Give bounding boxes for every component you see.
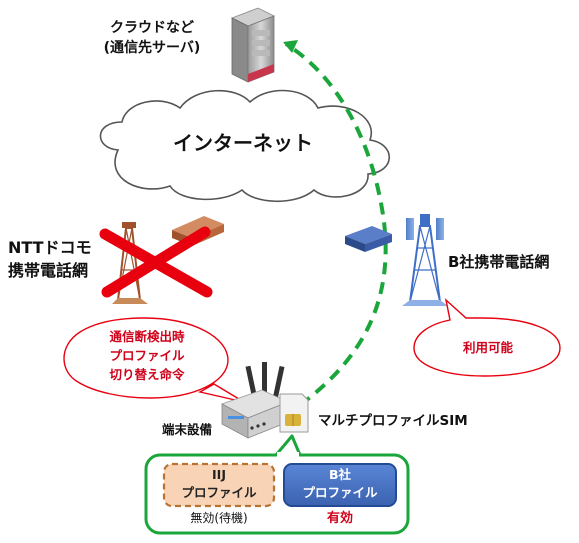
- sim-panel-connector: [274, 434, 302, 456]
- sim-card-icon: [279, 393, 309, 433]
- server-icon: [231, 7, 275, 83]
- internet-label: インターネット: [173, 131, 313, 155]
- bubble-left-line2: プロファイル: [109, 348, 185, 363]
- profile-iij-line1: IIJ: [212, 467, 226, 482]
- bubble-left-line1: 通信断検出時: [109, 329, 185, 344]
- connection-arc: [284, 42, 388, 407]
- ntt-network-label: NTTドコモ 携帯電話網: [8, 236, 92, 282]
- terminal-label: 端末設備: [162, 422, 213, 437]
- profile-b-status: 有効: [326, 511, 353, 526]
- terminal-device-icon: [221, 362, 290, 439]
- profile-b-line1: B社: [328, 467, 352, 482]
- multi-sim-label: マルチプロファイルSIM: [318, 413, 468, 429]
- bubble-left-line3: 切り替え命令: [109, 367, 185, 382]
- profile-b-text: B社 プロファイル: [284, 466, 396, 502]
- profile-iij-line2: プロファイル: [181, 485, 257, 500]
- profile-iij-text: IIJ プロファイル: [164, 466, 274, 502]
- server-label-line2: (通信先サーバ): [103, 40, 201, 56]
- profile-b-box: [283, 463, 397, 507]
- cross-mark-icon: [99, 226, 213, 298]
- b-network-label: B社携帯電話網: [448, 253, 550, 271]
- ntt-label-line1: NTTドコモ: [8, 238, 92, 257]
- profile-iij-box: [162, 462, 276, 508]
- bubble-left-shape: [63, 317, 245, 403]
- bubble-right-text: 利用可能: [462, 340, 513, 355]
- router-b-icon: [345, 226, 392, 252]
- server-label-line1: クラウドなど: [110, 20, 194, 36]
- cloud-icon: [99, 89, 391, 203]
- ntt-label-line2: 携帯電話網: [8, 261, 89, 280]
- profile-b-line2: プロファイル: [302, 485, 378, 500]
- bubble-left-text: 通信断検出時 プロファイル 切り替え命令: [72, 327, 222, 384]
- bubble-right-shape: [413, 298, 561, 377]
- arrow-head-icon: [283, 40, 298, 53]
- server-label: クラウドなど (通信先サーバ): [82, 18, 222, 58]
- cell-tower-b-icon: [402, 214, 448, 306]
- profile-iij-status: 無効(待機): [190, 511, 248, 525]
